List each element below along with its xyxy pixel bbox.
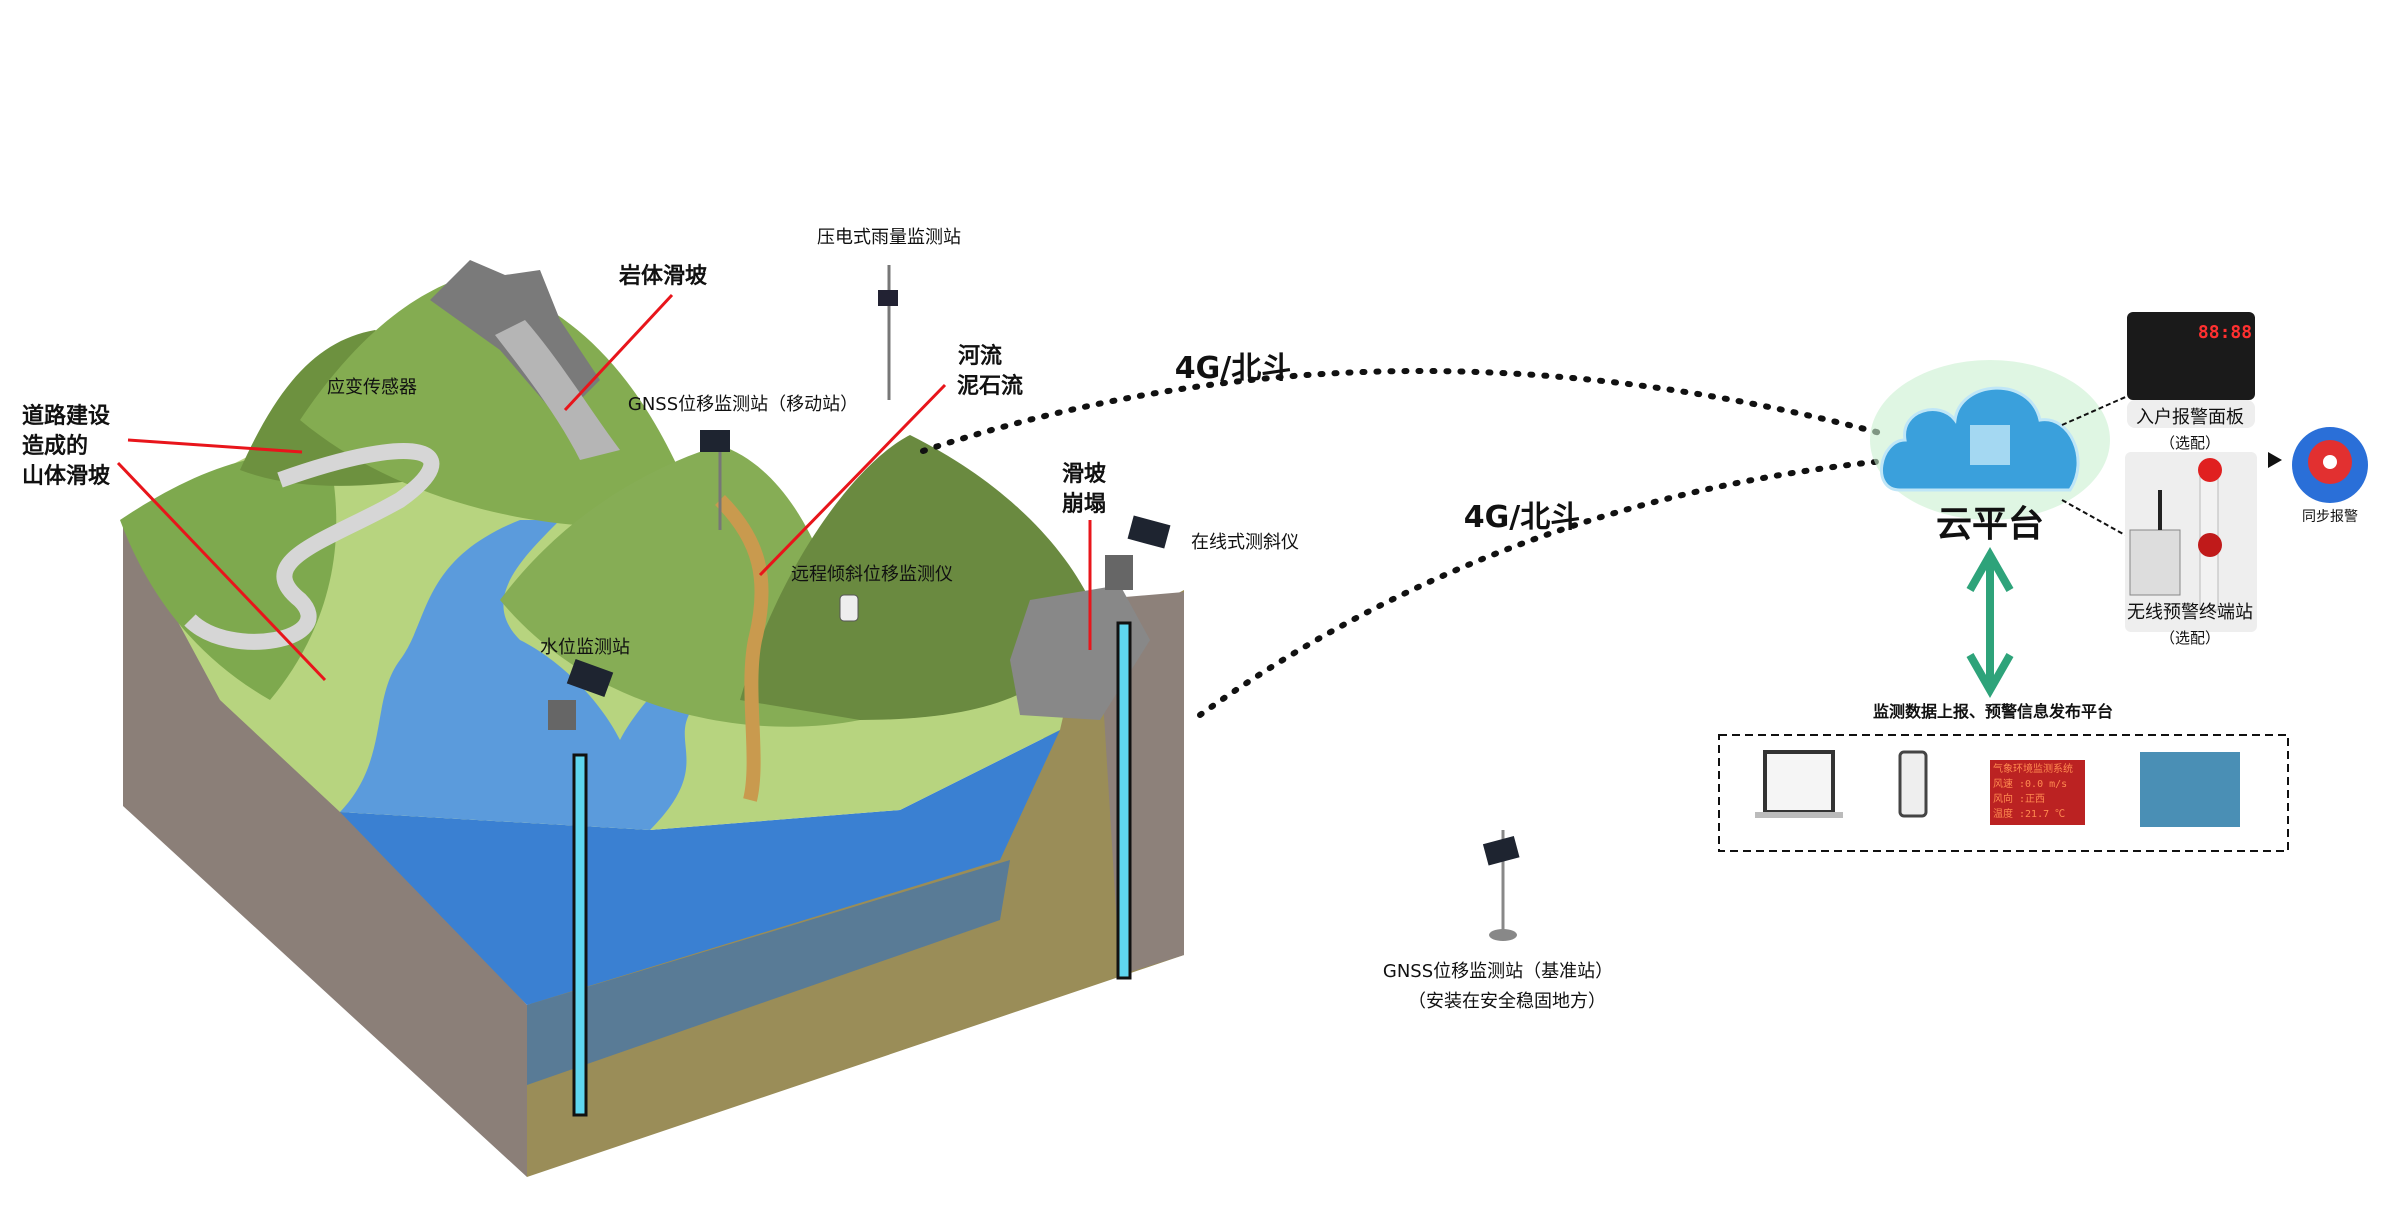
alarm-panel-caption-bg <box>2127 400 2255 428</box>
inclinometer-box <box>1105 555 1133 590</box>
callout-lines <box>116 293 1092 682</box>
link-upper-label: 4G/北斗 <box>1174 351 1292 386</box>
led-line: 气象环境监测系统 <box>1993 764 2073 775</box>
base-station-foot <box>1489 929 1517 941</box>
alarm-panel-image <box>2127 312 2255 400</box>
road-slide-label: 道路建设 造成的 山体滑坡 <box>22 402 110 492</box>
control-room-image <box>2140 752 2240 827</box>
water-station-box <box>548 700 576 730</box>
collapse-line: 滑坡 <box>1062 462 1107 487</box>
link-upper-dotted <box>920 367 1887 454</box>
strain-sensor-label: 应变传感器 <box>327 377 417 398</box>
road <box>184 443 440 650</box>
triangle-arrow-icon <box>2268 452 2282 468</box>
water-front <box>340 730 1060 1005</box>
rain-station-label: 压电式雨量监测站 <box>817 227 961 248</box>
phone-icon <box>1898 750 1928 818</box>
cloud-label: 云平台 <box>1935 504 2045 545</box>
debris-flow-label-2: 泥石流 <box>956 374 1024 399</box>
wireless-terminal-note: （选配） <box>2159 629 2221 647</box>
water-station-panel <box>566 658 614 698</box>
gnss-mobile-panel <box>700 430 730 452</box>
double-arrow-icon <box>1966 546 2014 699</box>
tilt-monitor-device <box>839 594 859 622</box>
led-line: 风速 :0.0 m/s <box>1993 779 2068 790</box>
water-station-label: 水位监测站 <box>540 637 630 658</box>
base-station-note: （安装在安全稳固地方） <box>1408 991 1606 1012</box>
road-slide-line: 道路建设 <box>22 404 111 429</box>
debris-flow-path <box>715 495 769 802</box>
platform-label: 监测数据上报、预警信息发布平台 <box>1872 702 2114 721</box>
base-station-panel <box>1482 835 1520 866</box>
water-deep <box>527 860 1010 1085</box>
mountain-right <box>740 435 1090 720</box>
sync-alarm-label: 同步报警 <box>2302 509 2358 525</box>
water-pipe <box>572 753 588 1117</box>
link-lower-label: 4G/北斗 <box>1463 500 1581 535</box>
wireless-terminal-label: 无线预警终端站 <box>2127 602 2253 623</box>
link-lower-dotted <box>1197 458 1887 718</box>
road-slide-line: 山体滑坡 <box>22 464 111 489</box>
river <box>340 520 753 830</box>
led-display-text: 气象环境监测系统 风速 :0.0 m/s 风向 :正西 温度 :21.7 ℃ <box>1993 762 2085 822</box>
led-line: 风向 :正西 <box>1993 794 2046 805</box>
platform-box <box>1718 734 2289 852</box>
tilt-monitor-label: 远程倾斜位移监测仪 <box>791 564 953 585</box>
inclinometer-pipe <box>1116 621 1132 980</box>
collapse-label: 滑坡 崩塌 <box>1062 460 1106 520</box>
mountain-center <box>300 275 700 527</box>
led-display <box>1990 760 2085 825</box>
laptop-icon <box>1763 750 1835 814</box>
alarm-panel-label: 入户报警面板 <box>2136 407 2244 428</box>
debris-flow-label-1: 河流 <box>957 344 1003 369</box>
led-line: 温度 :21.7 ℃ <box>1993 809 2066 820</box>
collapse-rocks <box>1010 585 1150 720</box>
server-icon <box>1970 425 2010 465</box>
inclinometer-panel <box>1127 515 1171 549</box>
rain-station-panel <box>878 290 898 306</box>
rock-slide-scar <box>495 320 620 460</box>
gnss-mobile-label: GNSS位移监测站（移动站） <box>627 394 859 415</box>
base-station-title: GNSS位移监测站（基准站） <box>1382 961 1614 982</box>
road-slide-line: 造成的 <box>22 434 89 459</box>
alarm-panel-clock: 88:88 <box>2197 322 2253 343</box>
collapse-line: 崩塌 <box>1062 492 1107 517</box>
alarm-panel-note: （选配） <box>2159 434 2221 452</box>
rock-slide-label: 岩体滑坡 <box>618 264 708 289</box>
inclinometer-label: 在线式测斜仪 <box>1191 532 1299 553</box>
